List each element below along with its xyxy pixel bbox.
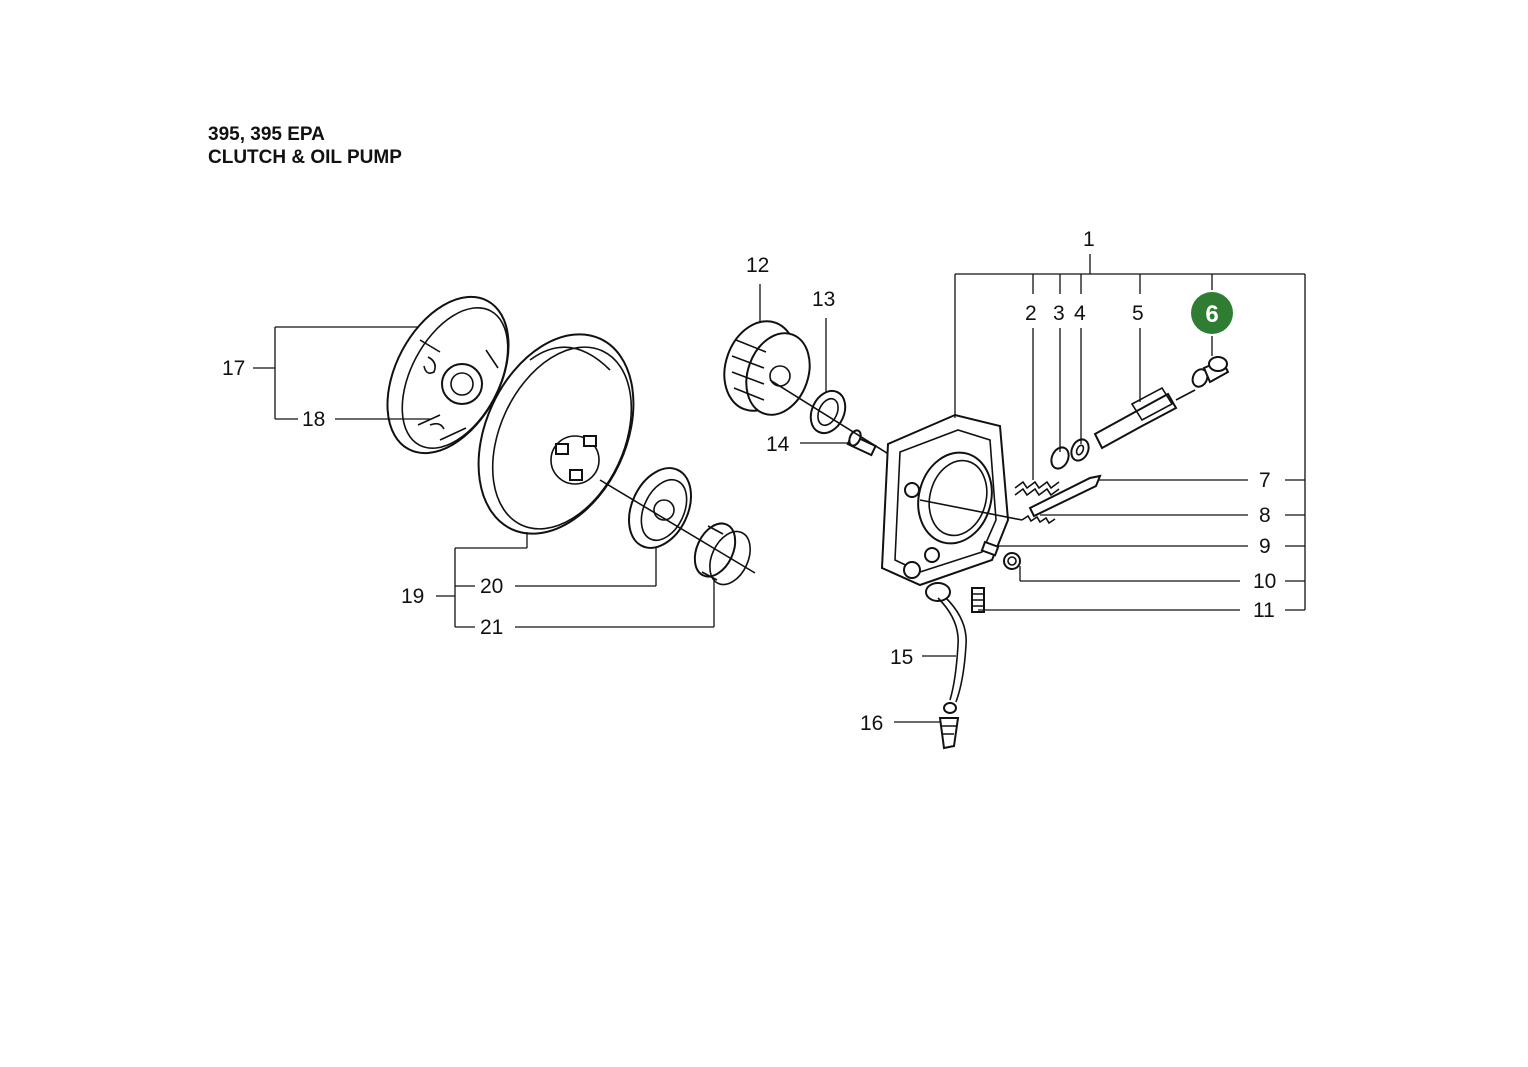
part-clutch[interactable]: [363, 276, 534, 473]
part-rim-sprocket[interactable]: [617, 458, 703, 558]
callout-labels: 1 2 3 4 5 6 7 8 9 10 11 12 13 14 15 16 1…: [222, 228, 1276, 735]
part-clutch-drum[interactable]: [448, 309, 664, 558]
diagram-section-title: CLUTCH & OIL PUMP: [208, 147, 402, 168]
callout-13[interactable]: 13: [812, 288, 835, 311]
callout-7[interactable]: 7: [1259, 469, 1271, 492]
callout-18[interactable]: 18: [302, 408, 325, 431]
callout-6-badge[interactable]: [1191, 292, 1233, 334]
callout-10[interactable]: 10: [1253, 570, 1276, 593]
part-washer-3[interactable]: [1048, 445, 1072, 472]
part-plug-10[interactable]: [1003, 552, 1021, 570]
part-screw[interactable]: [769, 379, 891, 457]
part-plug-highlighted[interactable]: [1190, 356, 1230, 389]
part-adjust-screw-8[interactable]: [919, 499, 1056, 525]
callout-21[interactable]: 21: [480, 616, 503, 639]
callout-16[interactable]: 16: [860, 712, 883, 735]
part-pin-7[interactable]: [1028, 474, 1102, 518]
callout-2[interactable]: 2: [1025, 302, 1037, 325]
callout-3[interactable]: 3: [1053, 302, 1065, 325]
part-worm-gear[interactable]: [712, 311, 820, 424]
callout-19[interactable]: 19: [401, 585, 424, 608]
part-washer[interactable]: [804, 385, 852, 438]
part-needle-bearing[interactable]: [599, 479, 758, 591]
part-pump-piston[interactable]: [1093, 386, 1196, 450]
callout-15[interactable]: 15: [890, 646, 913, 669]
part-oil-pump-housing[interactable]: [880, 413, 1010, 587]
callout-8[interactable]: 8: [1259, 504, 1271, 527]
part-spring[interactable]: [1014, 480, 1060, 497]
callout-5[interactable]: 5: [1132, 302, 1144, 325]
part-washer-4[interactable]: [1068, 437, 1092, 464]
callout-9[interactable]: 9: [1259, 535, 1271, 558]
part-screw-11[interactable]: [971, 587, 985, 613]
leader-lines: [253, 254, 1306, 723]
callout-4[interactable]: 4: [1074, 302, 1086, 325]
part-oil-filter[interactable]: [938, 702, 960, 750]
callout-6[interactable]: 6: [1205, 301, 1218, 328]
part-pin-9[interactable]: [980, 540, 1000, 557]
callout-17[interactable]: 17: [222, 357, 245, 380]
callout-14[interactable]: 14: [766, 433, 790, 456]
callout-12[interactable]: 12: [746, 254, 769, 277]
diagram-model-title: 395, 395 EPA: [208, 124, 325, 145]
callout-20[interactable]: 20: [480, 575, 503, 598]
callout-11[interactable]: 11: [1253, 599, 1275, 622]
part-oil-hose[interactable]: [925, 582, 967, 703]
callout-1[interactable]: 1: [1083, 228, 1095, 251]
